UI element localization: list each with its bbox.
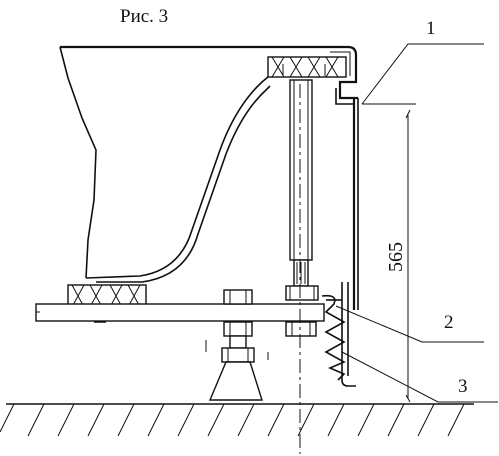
bathtub-shell (59, 45, 358, 283)
lower-wood-block (67, 284, 147, 323)
callout-2: 2 (444, 312, 454, 333)
spring (321, 294, 346, 381)
dimension-label: 565 (385, 242, 407, 272)
upper-wood-block (267, 56, 347, 78)
support-frame (35, 303, 325, 322)
callout-3: 3 (458, 376, 468, 397)
adjustable-foot (205, 289, 269, 401)
callout-1: 1 (426, 18, 436, 39)
figure-title: Рис. 3 (120, 6, 168, 27)
dimension-565: 565 (362, 103, 416, 403)
leader-lines (335, 43, 498, 403)
floor-hatching (0, 403, 474, 437)
threaded-rod (285, 79, 319, 337)
